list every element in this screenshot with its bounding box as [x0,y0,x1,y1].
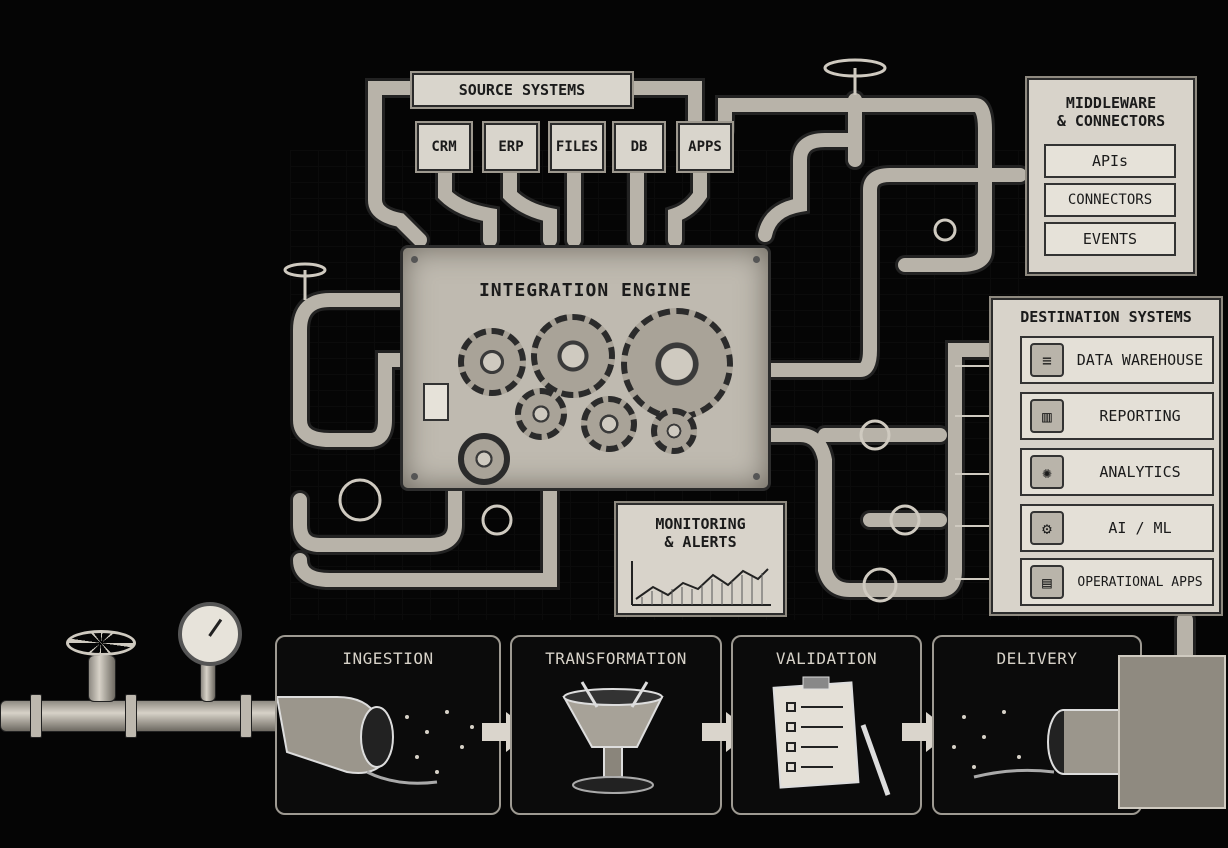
inlet-pipe [0,700,287,732]
destination-reporting[interactable]: ▥ REPORTING [1020,392,1214,440]
middleware-events[interactable]: EVENTS [1044,222,1176,256]
source-systems-title: SOURCE SYSTEMS [412,73,632,107]
gear-icon [458,328,526,396]
stage-ingestion[interactable]: INGESTION [275,635,501,815]
gear-icon [621,308,733,420]
rivet [411,473,418,480]
destination-label: AI / ML [1108,519,1172,537]
stage-transformation[interactable]: TRANSFORMATION [510,635,722,815]
broken-pipe-icon [277,696,474,785]
pipe-flange [125,694,137,738]
dial-icon[interactable] [458,433,510,485]
outlet-pipe-icon [952,709,1138,779]
monitoring-chart-icon [631,561,771,606]
pipe-flange [30,694,42,738]
middleware-title-line1: MIDDLEWARE [1065,94,1157,112]
stage-title: INGESTION [342,649,434,668]
middleware-apis[interactable]: APIs [1044,144,1176,178]
source-apps[interactable]: APPS [678,123,732,171]
stage-title: VALIDATION [775,649,878,668]
destination-label: REPORTING [1099,407,1181,425]
pressure-gauge-icon [178,602,242,666]
analytics-icon: ✺ [1030,455,1064,489]
funnel-icon [562,681,664,794]
gear-icon [531,314,615,398]
checklist-icon [772,676,891,796]
gear-icon [515,388,567,440]
integration-engine[interactable]: INTEGRATION ENGINE [400,245,771,491]
destination-label: OPERATIONAL APPS [1077,574,1203,590]
destination-operational-apps[interactable]: ▤ OPERATIONAL APPS [1020,558,1214,606]
destination-title: DESTINATION SYSTEMS [1020,308,1192,326]
destination-ai-ml[interactable]: ⚙ AI / ML [1020,504,1214,552]
database-icon: ≡ [1030,343,1064,377]
switch-icon[interactable] [423,383,449,421]
outlet-housing [1118,655,1226,809]
middleware-connectors[interactable]: CONNECTORS [1044,183,1176,217]
destination-label: DATA WAREHOUSE [1076,351,1204,369]
monitoring-panel[interactable]: MONITORING & ALERTS [616,503,785,615]
rivet [753,256,760,263]
stage-delivery[interactable]: DELIVERY [932,635,1142,815]
gear-icon [581,396,637,452]
source-erp[interactable]: ERP [484,123,538,171]
monitoring-title-line1: MONITORING [655,515,746,533]
reporting-icon: ▥ [1030,399,1064,433]
rivet [753,473,760,480]
integration-engine-title: INTEGRATION ENGINE [478,280,693,301]
gear-icon: ⚙ [1030,511,1064,545]
middleware-title-line2: & CONNECTORS [1056,112,1166,130]
pipe-flange [240,694,252,738]
valve-stem [88,655,116,702]
monitoring-title-line2: & ALERTS [664,533,737,551]
rivet [411,256,418,263]
valve-wheel-icon[interactable] [66,630,136,656]
gear-icon [651,408,697,454]
stage-title: TRANSFORMATION [545,649,687,668]
apps-icon: ▤ [1030,565,1064,599]
source-files[interactable]: FILES [550,123,604,171]
destination-analytics[interactable]: ✺ ANALYTICS [1020,448,1214,496]
stage-validation[interactable]: VALIDATION [731,635,922,815]
source-crm[interactable]: CRM [417,123,471,171]
stage-title: DELIVERY [996,649,1078,668]
source-db[interactable]: DB [614,123,664,171]
destination-label: ANALYTICS [1099,463,1181,481]
destination-data-warehouse[interactable]: ≡ DATA WAREHOUSE [1020,336,1214,384]
